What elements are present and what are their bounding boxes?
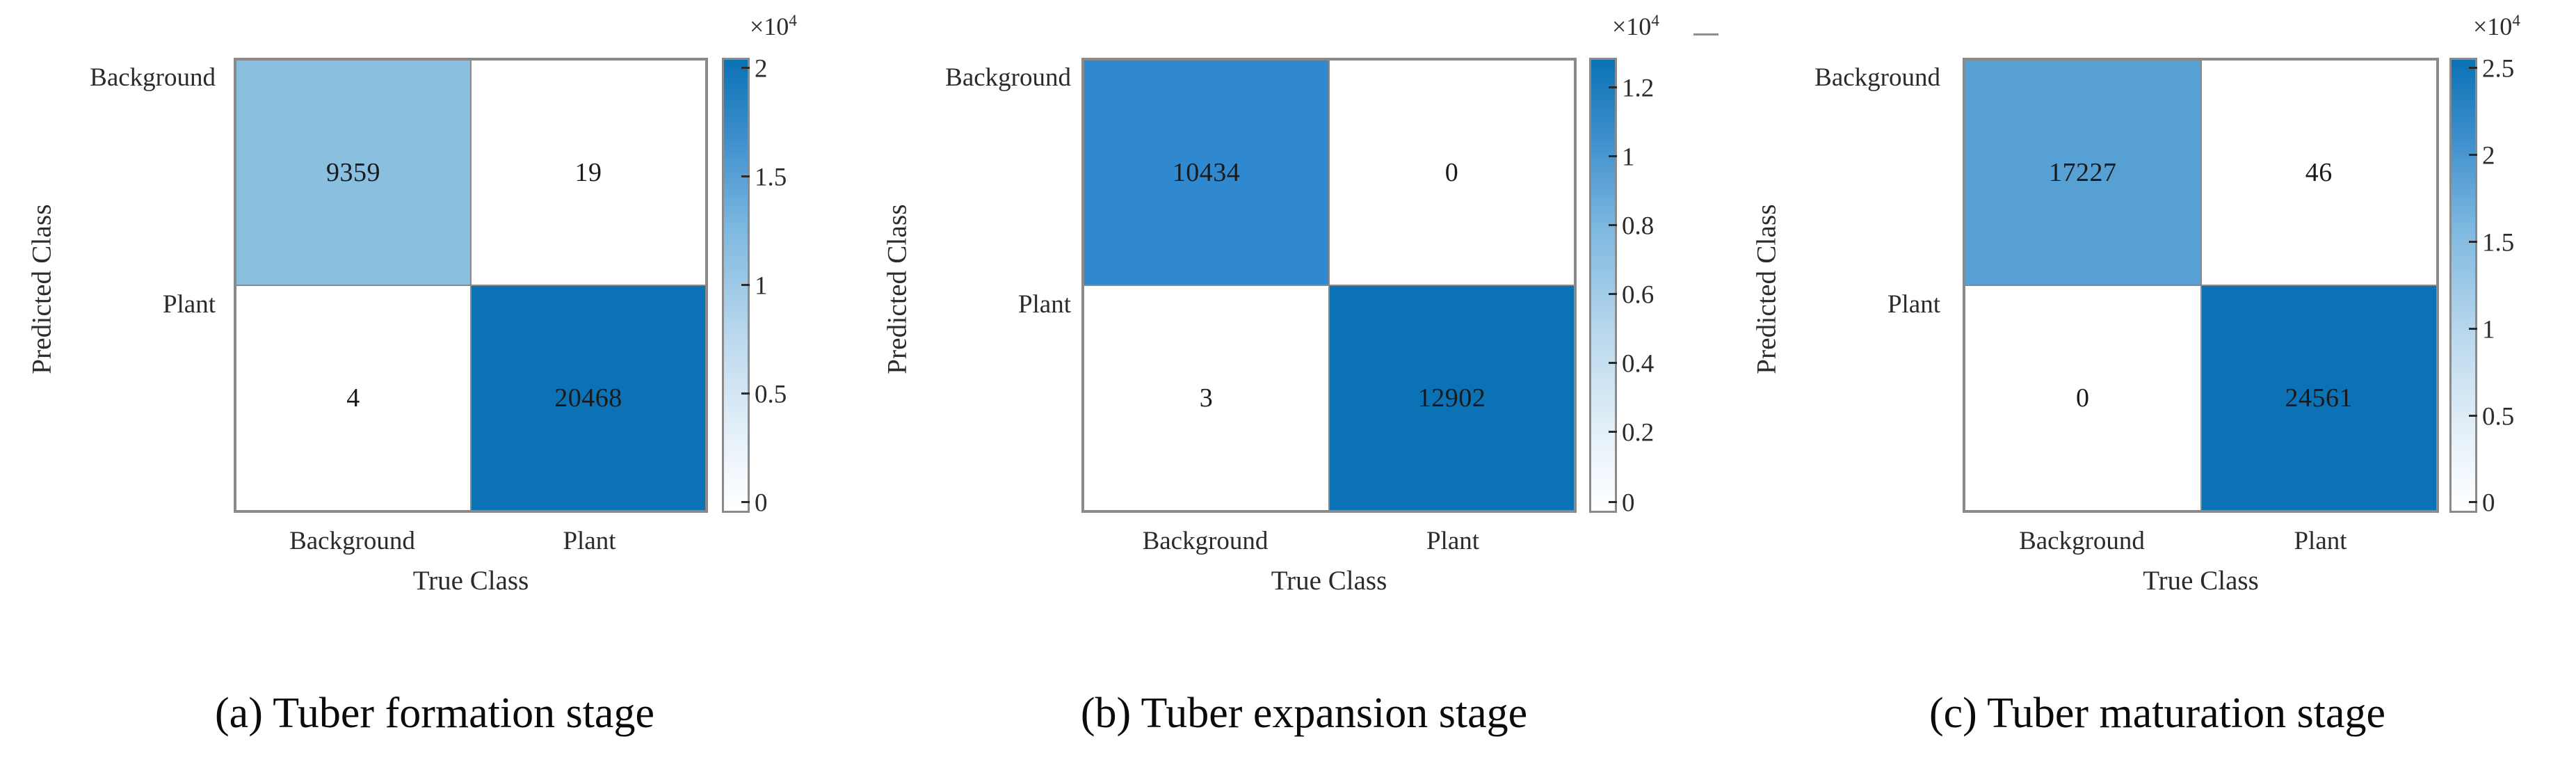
panel-a-colorbar-ticklabel-1: 1 — [755, 271, 768, 301]
panel-a-cell-bg-bg: 9359 — [236, 60, 471, 285]
panel-a-colorbar-exponent: ×104 — [750, 12, 797, 40]
panel-b-colorbar-tick-0p6 — [1609, 293, 1617, 295]
panel-c-colorbar-exponent: ×104 — [2473, 12, 2520, 40]
panel-c-cell-plant-plant-value: 24561 — [2285, 383, 2353, 413]
panel-b-colorbar-tick-1p2 — [1609, 86, 1617, 88]
panel-b-cell-bg-plant-value: 0 — [1444, 158, 1459, 187]
panel-c-caption: (c) Tuber maturation stage — [1929, 690, 2386, 737]
panel-b-colorbar-tick-0p8 — [1609, 224, 1617, 226]
panel-b-colorbar-ticklabel-0: 0 — [1622, 488, 1635, 518]
panel-c-cell-plant-bg: 0 — [1965, 285, 2201, 511]
panel-b-colorbar-exponent: ×104 — [1612, 12, 1659, 40]
panel-b-colorbar-ticklabel-0p8: 0.8 — [1622, 212, 1655, 241]
panel-c-colorbar-ticklabel-0: 0 — [2482, 488, 2495, 518]
panel-c-cell-plant-plant: 24561 — [2200, 285, 2437, 511]
panel-b-cell-plant-plant: 12902 — [1329, 285, 1575, 511]
panel-c-y-tick-plant: Plant — [1887, 290, 1940, 319]
panel-b-cell-plant-bg: 3 — [1084, 285, 1329, 511]
panel-c-confusion-matrix: 17227 46 0 24561 — [1963, 58, 2439, 513]
panel-c-colorbar-tick-2 — [2469, 154, 2477, 156]
panel-c-colorbar-ticklabel-1p5: 1.5 — [2482, 228, 2515, 257]
panel-a-colorbar-tick-0p5 — [741, 392, 750, 395]
panel-c-colorbar-ticklabel-2p5: 2.5 — [2482, 54, 2515, 84]
panel-a-colorbar-ticklabel-0p5: 0.5 — [755, 380, 787, 409]
panel-c-colorbar-tick-0p5 — [2469, 415, 2477, 417]
panel-b-colorbar-gradient — [1589, 58, 1617, 513]
panel-c-colorbar-tick-0 — [2469, 501, 2477, 503]
panel-a-colorbar-tick-2 — [741, 67, 750, 69]
panel-c-cell-bg-bg: 17227 — [1965, 60, 2201, 285]
panel-b-colorbar-tick-0p2 — [1609, 431, 1617, 433]
panel-c-cell-bg-bg-value: 17227 — [2049, 158, 2117, 187]
panel-a-colorbar-tick-1 — [741, 284, 750, 286]
panel-a-x-tick-plant: Plant — [563, 527, 616, 555]
panel-a-y-tick-plant: Plant — [162, 290, 216, 319]
panel-b-colorbar-ticklabel-0p2: 0.2 — [1622, 418, 1655, 447]
panel-b-x-axis-label: True Class — [1271, 566, 1387, 596]
panel-c-cell-plant-bg-value: 0 — [2076, 383, 2090, 413]
panel-c-colorbar-ticklabel-2: 2 — [2482, 141, 2495, 170]
panel-a-cell-bg-plant-value: 19 — [574, 158, 602, 187]
panel-a-confusion-matrix: 9359 19 4 20468 — [234, 58, 708, 513]
panel-b-cell-bg-bg-value: 10434 — [1172, 158, 1241, 187]
panel-b-x-tick-plant: Plant — [1426, 527, 1480, 555]
panel-b-y-tick-plant: Plant — [1017, 290, 1071, 319]
panel-c-colorbar-tick-2p5 — [2469, 67, 2477, 69]
panel-c-cell-bg-plant-value: 46 — [2305, 158, 2333, 187]
panel-b-colorbar-ticklabel-0p4: 0.4 — [1622, 349, 1655, 379]
panel-c-cell-bg-plant: 46 — [2200, 60, 2437, 285]
panel-c: Predicted Class Background Plant 17227 4… — [1739, 0, 2576, 771]
panel-a-colorbar-ticklabel-2: 2 — [755, 54, 768, 84]
panel-c-y-tick-background: Background — [1814, 63, 1940, 92]
panel-b-colorbar-ticklabel-1p2: 1.2 — [1622, 74, 1655, 103]
panel-a-colorbar-tick-0 — [741, 501, 750, 503]
panel-a-cell-plant-plant: 20468 — [471, 285, 706, 511]
panel-b: Predicted Class Background Plant 10434 0… — [869, 0, 1739, 771]
panel-a-colorbar-tick-1p5 — [741, 175, 750, 177]
panel-b-cell-bg-bg: 10434 — [1084, 60, 1329, 285]
panel-c-colorbar-gradient — [2449, 58, 2477, 513]
panel-a-cell-plant-bg: 4 — [236, 285, 471, 511]
panel-b-colorbar — [1589, 58, 1617, 513]
panel-a-colorbar-ticklabel-0: 0 — [755, 488, 768, 518]
panel-b-cell-plant-plant-value: 12902 — [1417, 383, 1486, 413]
panel-b-colorbar-ticklabel-0p6: 0.6 — [1622, 280, 1655, 310]
panel-b-x-tick-background: Background — [1142, 527, 1269, 555]
panel-a-cell-plant-plant-value: 20468 — [554, 383, 622, 413]
panel-b-colorbar-stray-dash — [1693, 33, 1718, 35]
panel-c-colorbar-tick-1 — [2469, 328, 2477, 330]
panel-c-colorbar — [2449, 58, 2477, 513]
panel-c-x-tick-background: Background — [2019, 527, 2145, 555]
panel-c-colorbar-tick-1p5 — [2469, 241, 2477, 243]
panel-b-colorbar-tick-1 — [1609, 155, 1617, 157]
panel-b-cell-bg-plant: 0 — [1329, 60, 1575, 285]
panel-a-cell-bg-bg-value: 9359 — [326, 158, 380, 187]
panel-a-y-tick-background: Background — [90, 63, 216, 92]
panel-b-colorbar-ticklabel-1: 1 — [1622, 143, 1635, 172]
panel-a-colorbar-ticklabel-1p5: 1.5 — [755, 163, 787, 192]
panel-b-colorbar-tick-0p4 — [1609, 362, 1617, 364]
panel-a-cell-plant-bg-value: 4 — [346, 383, 360, 413]
panel-a: Predicted Class Background Plant 9359 19… — [0, 0, 869, 771]
panel-a-caption: (a) Tuber formation stage — [215, 690, 654, 737]
panel-c-x-axis-label: True Class — [2143, 566, 2259, 596]
panel-a-x-tick-background: Background — [289, 527, 415, 555]
panel-c-x-tick-plant: Plant — [2294, 527, 2347, 555]
panel-a-cell-bg-plant: 19 — [471, 60, 706, 285]
panel-b-caption: (b) Tuber expansion stage — [1080, 690, 1528, 737]
panel-a-x-axis-label: True Class — [412, 566, 529, 596]
panel-b-confusion-matrix: 10434 0 3 12902 — [1081, 58, 1577, 513]
panel-b-colorbar-tick-0 — [1609, 501, 1617, 503]
panel-c-colorbar-ticklabel-1: 1 — [2482, 315, 2495, 344]
panel-c-colorbar-ticklabel-0p5: 0.5 — [2482, 402, 2515, 431]
panel-b-cell-plant-bg-value: 3 — [1199, 383, 1214, 413]
panel-b-y-tick-background: Background — [945, 63, 1071, 92]
